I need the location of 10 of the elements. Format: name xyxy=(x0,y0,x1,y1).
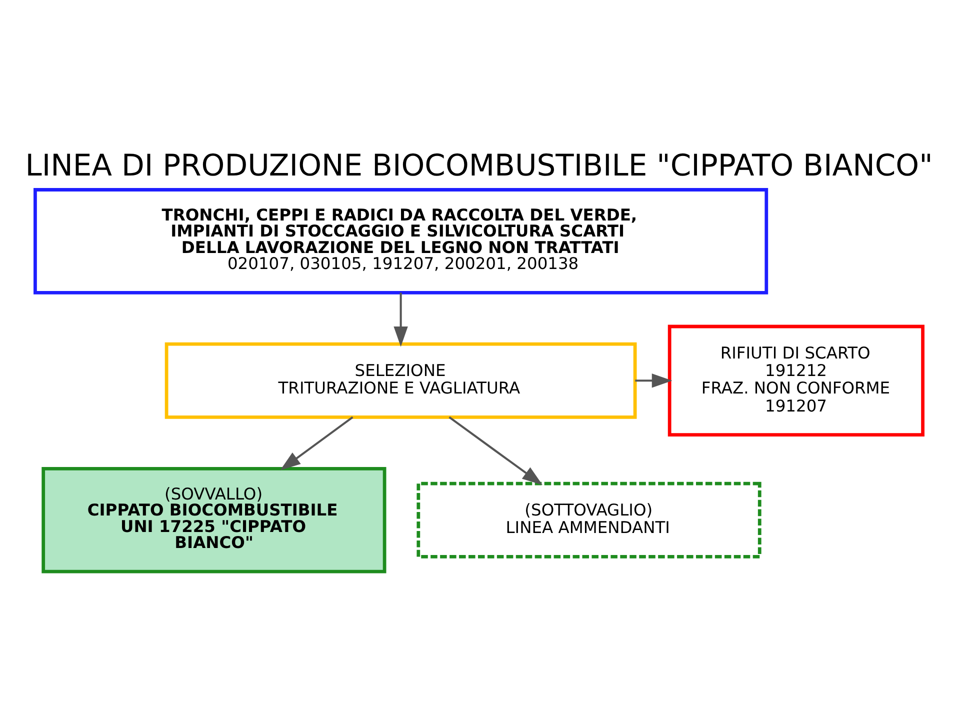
arrow xyxy=(394,292,408,347)
diagram-title: LINEA DI PRODUZIONE BIOCOMBUSTIBILE "CIPPATO BIANCO" xyxy=(25,148,933,184)
arrow xyxy=(635,374,672,388)
node-box: TRONCHI, CEPPI E RADICI DA RACCOLTA DEL VERDE, IMPIANTI DI STOCCAGGIO E SILVICOLTURA SCARTI DELLA LAVORAZIONE DEL LEGNO NON TRATTATI 020107, 030105, 191207, 200201, 200138 xyxy=(34,188,768,294)
node-box: (SOTTOVAGLIO) LINEA AMMENDANTI xyxy=(416,482,762,558)
node-box: SELEZIONE TRITURAZIONE E VAGLIATURA xyxy=(164,342,637,419)
arrow xyxy=(448,416,543,486)
node-box: (SOVVALLO) CIPPATO BIOCOMBUSTIBILE UNI 17225 "CIPPATO BIANCO" xyxy=(42,466,386,574)
node-box: RIFIUTI DI SCARTO 191212 FRAZ. NON CONFORME 191207 xyxy=(668,324,924,437)
arrow xyxy=(280,416,354,470)
